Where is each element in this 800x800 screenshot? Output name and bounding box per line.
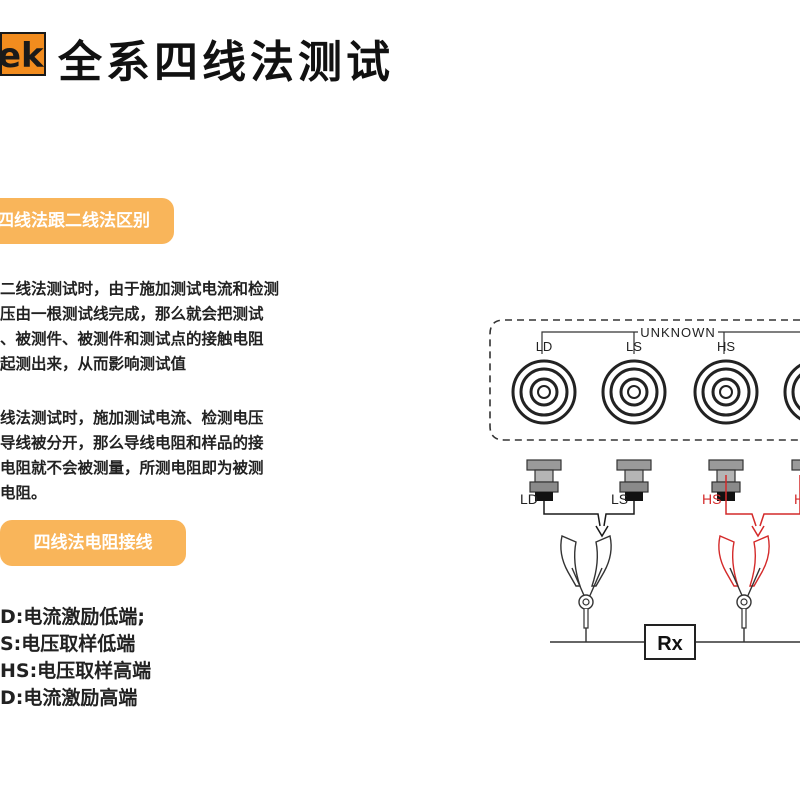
terminal-label-hs: HS (717, 339, 735, 354)
text-line: 电阻就不会被测量，所测电阻即为被测 (0, 459, 264, 477)
text-line: 压由一根测试线完成，那么就会把测试 (0, 305, 264, 323)
resistor-label: Rx (657, 633, 683, 655)
page-title: 全系四线法测试 (58, 37, 394, 88)
section-heading-difference: 四线法跟二线法区别 (0, 198, 174, 244)
lead-label-hd-partial: H (794, 491, 800, 507)
text-line: 电阻。 (0, 484, 47, 502)
legend-item-ls: S:电压取样低端 (0, 633, 136, 655)
terminal-label-ls: LS (626, 339, 642, 354)
legend-item-ld: D:电流激励低端; (0, 606, 145, 628)
plug-ls (616, 459, 652, 501)
text-line: 导线被分开，那么导线电阻和样品的接 (0, 434, 264, 452)
legend-item-hs: HS:电压取样高端 (0, 660, 152, 682)
bnc-connector-ld (511, 359, 577, 425)
lead-label-ls: LS (611, 491, 628, 507)
four-wire-diagram: UNKNOWN LD LS HS (489, 319, 800, 660)
kelvin-clip-high (718, 525, 770, 629)
bnc-connector-ls (601, 359, 667, 425)
lead-label-ld: LD (520, 491, 538, 507)
terminal-legend: D:电流激励低端; S:电压取样低端 HS:电压取样高端 D:电流激励高端 (0, 604, 151, 712)
four-wire-description: 线法测试时，施加测试电流、检测电压 导线被分开，那么导线电阻和样品的接 电阻就不… (0, 406, 264, 506)
text-line: 线法测试时，施加测试电流、检测电压 (0, 409, 264, 427)
terminal-label-ld: LD (536, 339, 553, 354)
high-lead-wires (725, 475, 800, 527)
text-line: 、被测件、被测件和测试点的接触电阻 (0, 330, 264, 348)
legend-item-hd: D:电流激励高端 (0, 687, 138, 709)
instrument-outline (489, 319, 800, 441)
resistor-rx (644, 624, 696, 660)
unknown-label: UNKNOWN (640, 325, 716, 340)
low-lead-wires (543, 501, 635, 527)
text-line: 二线法测试时，由于施加测试电流和检测 (0, 280, 280, 298)
text-line: 起测出来，从而影响测试值 (0, 355, 187, 373)
bnc-connector-hd (783, 363, 800, 421)
plug-ld (526, 459, 562, 501)
unknown-label-bg (638, 325, 718, 339)
section-heading-wiring: 四线法电阻接线 (0, 520, 186, 566)
bnc-connector-hs (693, 359, 759, 425)
plug-hd (791, 459, 800, 471)
brand-logo-text: ek (0, 36, 44, 76)
lead-label-hs: HS (702, 491, 721, 507)
kelvin-clip-low (560, 525, 612, 629)
brand-logo: ek (0, 32, 46, 76)
two-wire-description: 二线法测试时，由于施加测试电流和检测 压由一根测试线完成，那么就会把测试 、被测… (0, 277, 279, 377)
